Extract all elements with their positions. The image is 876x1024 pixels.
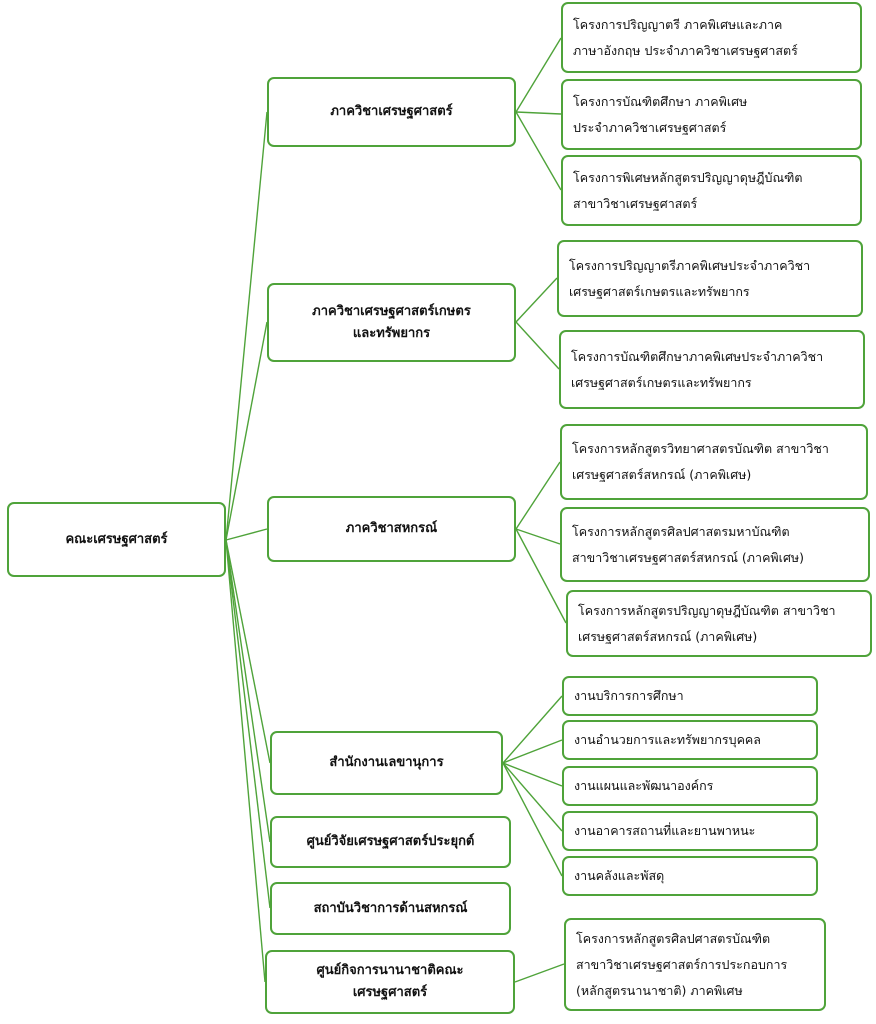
unit-label: งานบริการการศึกษา [574, 688, 684, 703]
program-box: โครงการหลักสูตรศิลปศาสตรมหาบัณฑิต สาขาวิ… [560, 507, 870, 582]
program-line: โครงการหลักสูตรวิทยาศาสตรบัณฑิต สาขาวิชา [572, 441, 829, 456]
connector-line [225, 539, 266, 983]
program-box: โครงการหลักสูตรศิลปศาสตรบัณฑิต สาขาวิชาเ… [564, 918, 826, 1011]
unit-box: งานบริการการศึกษา [562, 676, 818, 716]
dept-label: ภาควิชาสหกรณ์ [345, 521, 438, 536]
program-line: สาขาวิชาเศรษฐศาสตร์ [573, 195, 698, 211]
program-box: โครงการบัณฑิตศึกษา ภาคพิเศษ ประจำภาควิชา… [561, 79, 862, 150]
dept-international-affairs: ศูนย์กิจการนานาชาติคณะ เศรษฐศาสตร์ [265, 950, 515, 1014]
connector-line [515, 461, 561, 530]
program-line: เศรษฐศาสตร์เกษตรและทรัพยากร [569, 283, 750, 299]
connector-line [502, 695, 563, 764]
connector-line [225, 321, 268, 541]
unit-box: งานอำนวยการและทรัพยากรบุคคล [562, 720, 818, 760]
program-line: ประจำภาควิชาเศรษฐศาสตร์ [573, 119, 727, 135]
program-line: โครงการหลักสูตรปริญญาดุษฎีบัณฑิต สาขาวิช… [578, 602, 836, 618]
unit-label: งานอาคารสถานที่และยานพาหนะ [574, 823, 756, 838]
connector-line [514, 963, 565, 983]
dept-label: ศูนย์กิจการนานาชาติคณะ เศรษฐศาสตร์ [316, 963, 464, 1000]
unit-box: งานอาคารสถานที่และยานพาหนะ [562, 811, 818, 851]
program-line: โครงการพิเศษหลักสูตรปริญญาดุษฎีบัณฑิต [573, 169, 803, 185]
dept-economics: ภาควิชาเศรษฐศาสตร์ [267, 77, 516, 147]
connector-line [225, 539, 271, 909]
dept-applied-econ-research: ศูนย์วิจัยเศรษฐศาสตร์ประยุกต์ [270, 816, 511, 868]
program-line: โครงการปริญญาตรีภาคพิเศษประจำภาควิชา [569, 257, 811, 273]
program-line: โครงการหลักสูตรศิลปศาสตรบัณฑิต [576, 930, 771, 946]
connector-line [515, 528, 567, 624]
connector-line [515, 111, 562, 191]
connector-line [502, 762, 563, 832]
root-label: คณะเศรษฐศาสตร์ [65, 531, 168, 547]
program-line: สาขาวิชาเศรษฐศาสตร์สหกรณ์ (ภาคพิเศษ) [572, 549, 804, 565]
root-node: คณะเศรษฐศาสตร์ [7, 502, 226, 577]
dept-secretariat: สำนักงานเลขานุการ [270, 731, 503, 795]
program-line: เศรษฐศาสตร์สหกรณ์ (ภาคพิเศษ) [572, 467, 752, 482]
program-box: โครงการพิเศษหลักสูตรปริญญาดุษฎีบัณฑิต สา… [561, 155, 862, 226]
program-line: โครงการบัณฑิตศึกษาภาคพิเศษประจำภาควิชา [571, 348, 824, 364]
connector-line [225, 539, 271, 843]
program-line: เศรษฐศาสตร์เกษตรและทรัพยากร [571, 374, 752, 390]
dept-label: สถาบันวิชาการด้านสหกรณ์ [313, 900, 468, 916]
program-line: สาขาวิชาเศรษฐศาสตร์การประกอบการ [576, 956, 788, 972]
program-box: โครงการปริญญาตรี ภาคพิเศษและภาค ภาษาอังก… [561, 2, 862, 73]
connector-line [225, 528, 268, 541]
unit-box: งานแผนและพัฒนาองค์กร [562, 766, 818, 806]
program-line: (หลักสูตรนานาชาติ) ภาคพิเศษ [576, 982, 743, 998]
dept-label: ศูนย์วิจัยเศรษฐศาสตร์ประยุกต์ [306, 834, 475, 849]
connector-line [515, 37, 562, 113]
connector-line [502, 762, 563, 787]
program-line: โครงการบัณฑิตศึกษา ภาคพิเศษ [573, 93, 748, 109]
connector-line [515, 528, 561, 545]
connector-line [515, 277, 558, 323]
dept-cooperatives: ภาควิชาสหกรณ์ [267, 496, 516, 562]
connector-line [225, 539, 271, 764]
dept-label: ภาควิชาเศรษฐศาสตร์ [330, 104, 453, 119]
program-box: โครงการบัณฑิตศึกษาภาคพิเศษประจำภาควิชา เ… [559, 330, 865, 409]
program-line: เศรษฐศาสตร์สหกรณ์ (ภาคพิเศษ) [578, 628, 758, 644]
unit-label: งานอำนวยการและทรัพยากรบุคคล [574, 732, 761, 747]
program-box: โครงการปริญญาตรีภาคพิเศษประจำภาควิชา เศร… [557, 240, 863, 317]
unit-label: งานคลังและพัสดุ [574, 868, 665, 883]
program-line: โครงการหลักสูตรศิลปศาสตรมหาบัณฑิต [572, 523, 790, 539]
unit-box: งานคลังและพัสดุ [562, 856, 818, 896]
dept-label: ภาควิชาเศรษฐศาสตร์เกษตร และทรัพยากร [312, 303, 471, 341]
dept-agri-economics: ภาควิชาเศรษฐศาสตร์เกษตร และทรัพยากร [267, 283, 516, 362]
dept-label: สำนักงานเลขานุการ [329, 755, 444, 770]
connector-line [502, 739, 563, 764]
connector-line [225, 111, 268, 541]
program-line: ภาษาอังกฤษ ประจำภาควิชาเศรษฐศาสตร์ [573, 42, 798, 58]
program-line: โครงการปริญญาตรี ภาคพิเศษและภาค [573, 16, 783, 32]
connector-line [515, 111, 562, 115]
connector-line [515, 321, 560, 370]
program-box: โครงการหลักสูตรวิทยาศาสตรบัณฑิต สาขาวิชา… [560, 424, 868, 500]
program-box: โครงการหลักสูตรปริญญาดุษฎีบัณฑิต สาขาวิช… [566, 590, 872, 657]
dept-cooperative-institute: สถาบันวิชาการด้านสหกรณ์ [270, 882, 511, 935]
connector-line [502, 762, 563, 877]
unit-label: งานแผนและพัฒนาองค์กร [574, 778, 714, 793]
